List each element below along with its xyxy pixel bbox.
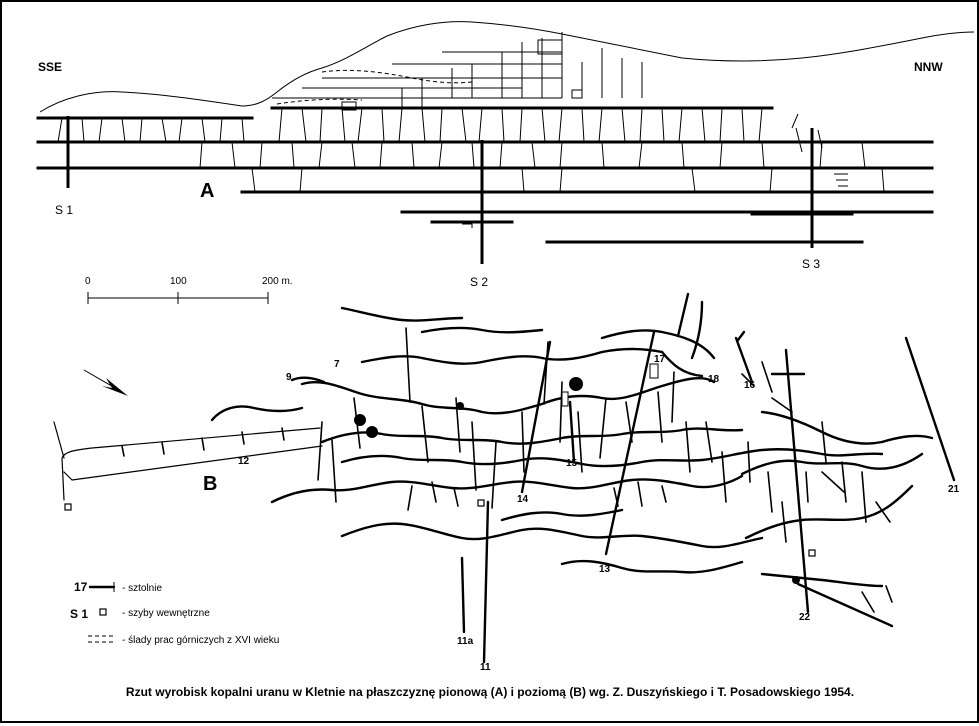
adit-14-line <box>520 340 552 494</box>
adit-label-13: 13 <box>599 564 611 575</box>
vertical-section-a: SSE NNW A S 1 S 2 S 3 <box>36 21 975 289</box>
shaft-marker-s1 <box>64 503 72 511</box>
adit-label-11: 11 <box>480 662 491 673</box>
adit-label-14: 14 <box>517 494 529 505</box>
mining-levels <box>36 51 934 244</box>
long-adits <box>460 292 956 664</box>
internal-shafts-section-a <box>66 116 848 264</box>
adit-label-17: 17 <box>654 354 666 365</box>
adit-label-11a: 11a <box>457 636 474 647</box>
terrain-outline <box>39 21 975 113</box>
shaft-s1-label: S 1 <box>55 203 73 217</box>
adit-22-line <box>784 348 810 614</box>
old-works-dashed <box>321 69 473 84</box>
legend-old-works-text: - ślady prac górniczych z XVI wieku <box>122 635 279 646</box>
north-arrow-icon <box>83 369 128 396</box>
figure-caption: Rzut wyrobisk kopalni uranu w Kletnie na… <box>126 685 854 699</box>
legend-shaft-code: S 1 <box>70 607 88 621</box>
legend-shaft-text: - szyby wewnętrzne <box>122 608 210 619</box>
adit-13-line <box>604 330 656 556</box>
adit-11a-line <box>460 556 466 634</box>
crosscut-branches <box>121 327 893 613</box>
shaft-marker-s3 <box>808 549 816 557</box>
direction-nnw: NNW <box>914 60 943 74</box>
legend-adit-number: 17 <box>74 580 88 594</box>
adit-label-9: 9 <box>286 372 292 383</box>
adit-label-18: 18 <box>708 374 720 385</box>
adit-labels: 7 9 12 14 15 17 18 16 13 11a 11 22 21 <box>238 354 960 673</box>
direction-sse: SSE <box>38 60 62 74</box>
scale-tick-0: 0 <box>85 276 91 287</box>
section-b-label: B <box>203 473 217 495</box>
horizontal-plan-b: B 7 9 12 14 15 17 18 16 13 11a 11 22 21 <box>53 292 960 673</box>
shaft-marker-s2 <box>477 499 485 507</box>
adit-label-12: 12 <box>238 456 250 467</box>
main-adit-12 <box>61 427 323 501</box>
scale-tick-100: 100 <box>170 276 187 287</box>
shaft-s2-label: S 2 <box>470 275 488 289</box>
shaft-s3-label: S 3 <box>802 257 820 271</box>
adit-label-15: 15 <box>566 458 578 469</box>
legend-shaft-icon <box>99 608 107 616</box>
scale-tick-200: 200 m. <box>262 276 293 287</box>
adit-11-line <box>482 500 490 664</box>
adit-label-7: 7 <box>334 359 340 370</box>
stope-workings <box>57 32 885 193</box>
adit-21-line <box>904 336 956 482</box>
adit-label-22: 22 <box>799 612 811 623</box>
legend-adit-text: - sztolnie <box>122 583 162 594</box>
legend: 17 - sztolnie S 1 - szyby wewnętrzne - ś… <box>70 580 279 646</box>
shaft-markers-plan <box>64 363 816 584</box>
adit-16-line <box>734 336 754 384</box>
drift-network <box>210 300 934 588</box>
section-a-label: A <box>200 180 214 202</box>
adit-label-16: 16 <box>744 380 756 391</box>
adit-label-21: 21 <box>948 484 960 495</box>
scale-bar: 0 100 200 m. <box>85 276 293 304</box>
